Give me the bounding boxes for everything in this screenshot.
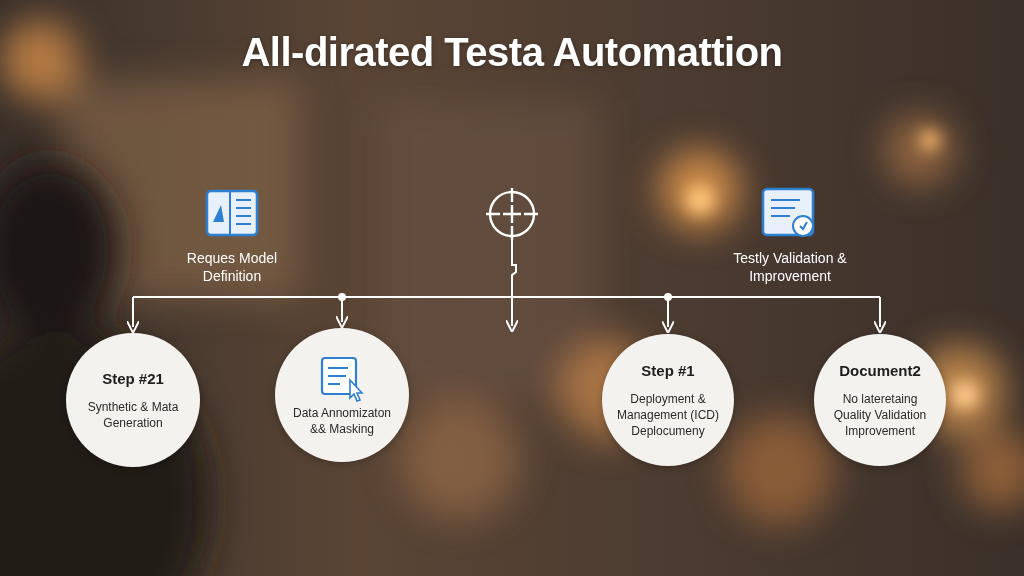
bokeh-lights — [0, 20, 1024, 525]
diagram-title: All-dirated Testa Automattion — [0, 30, 1024, 75]
step-circle: Document2 No lateretaing Quality Validati… — [814, 334, 946, 466]
crosshair-icon — [486, 188, 538, 240]
step-description: No lateretaing Quality Validation Improv… — [823, 391, 937, 439]
step-description: Synthetic & Mata Generation — [76, 399, 190, 431]
masking-icon — [322, 358, 362, 401]
step-heading: Step #1 — [641, 362, 694, 379]
step-circle: Step #1 Deployment & Management (ICD) Dep… — [602, 334, 734, 466]
branch-arrow — [667, 297, 669, 327]
step-description: Deployment & Management (ICD) Deplocumen… — [611, 391, 725, 439]
branch-arrow — [132, 297, 134, 327]
branch-lines — [133, 240, 880, 327]
trunk-line — [512, 240, 516, 296]
person-silhouette — [0, 160, 210, 576]
model-icon — [207, 191, 257, 235]
step-heading: Document2 — [839, 362, 921, 379]
step-circle: Data Annomizaton && Masking — [275, 328, 409, 462]
stage-label: Testly Validation & Improvement — [710, 249, 870, 285]
document-icon — [763, 189, 813, 236]
stage-label: Reques Model Definition — [167, 249, 297, 285]
branch-bar — [133, 296, 880, 298]
step-heading: Step #21 — [102, 370, 164, 387]
step-circle: Step #21Synthetic & Mata Generation — [66, 333, 200, 467]
branch-arrow — [879, 297, 881, 327]
branch-dots — [338, 293, 672, 301]
step-description: Data Annomizaton && Masking — [285, 405, 399, 437]
